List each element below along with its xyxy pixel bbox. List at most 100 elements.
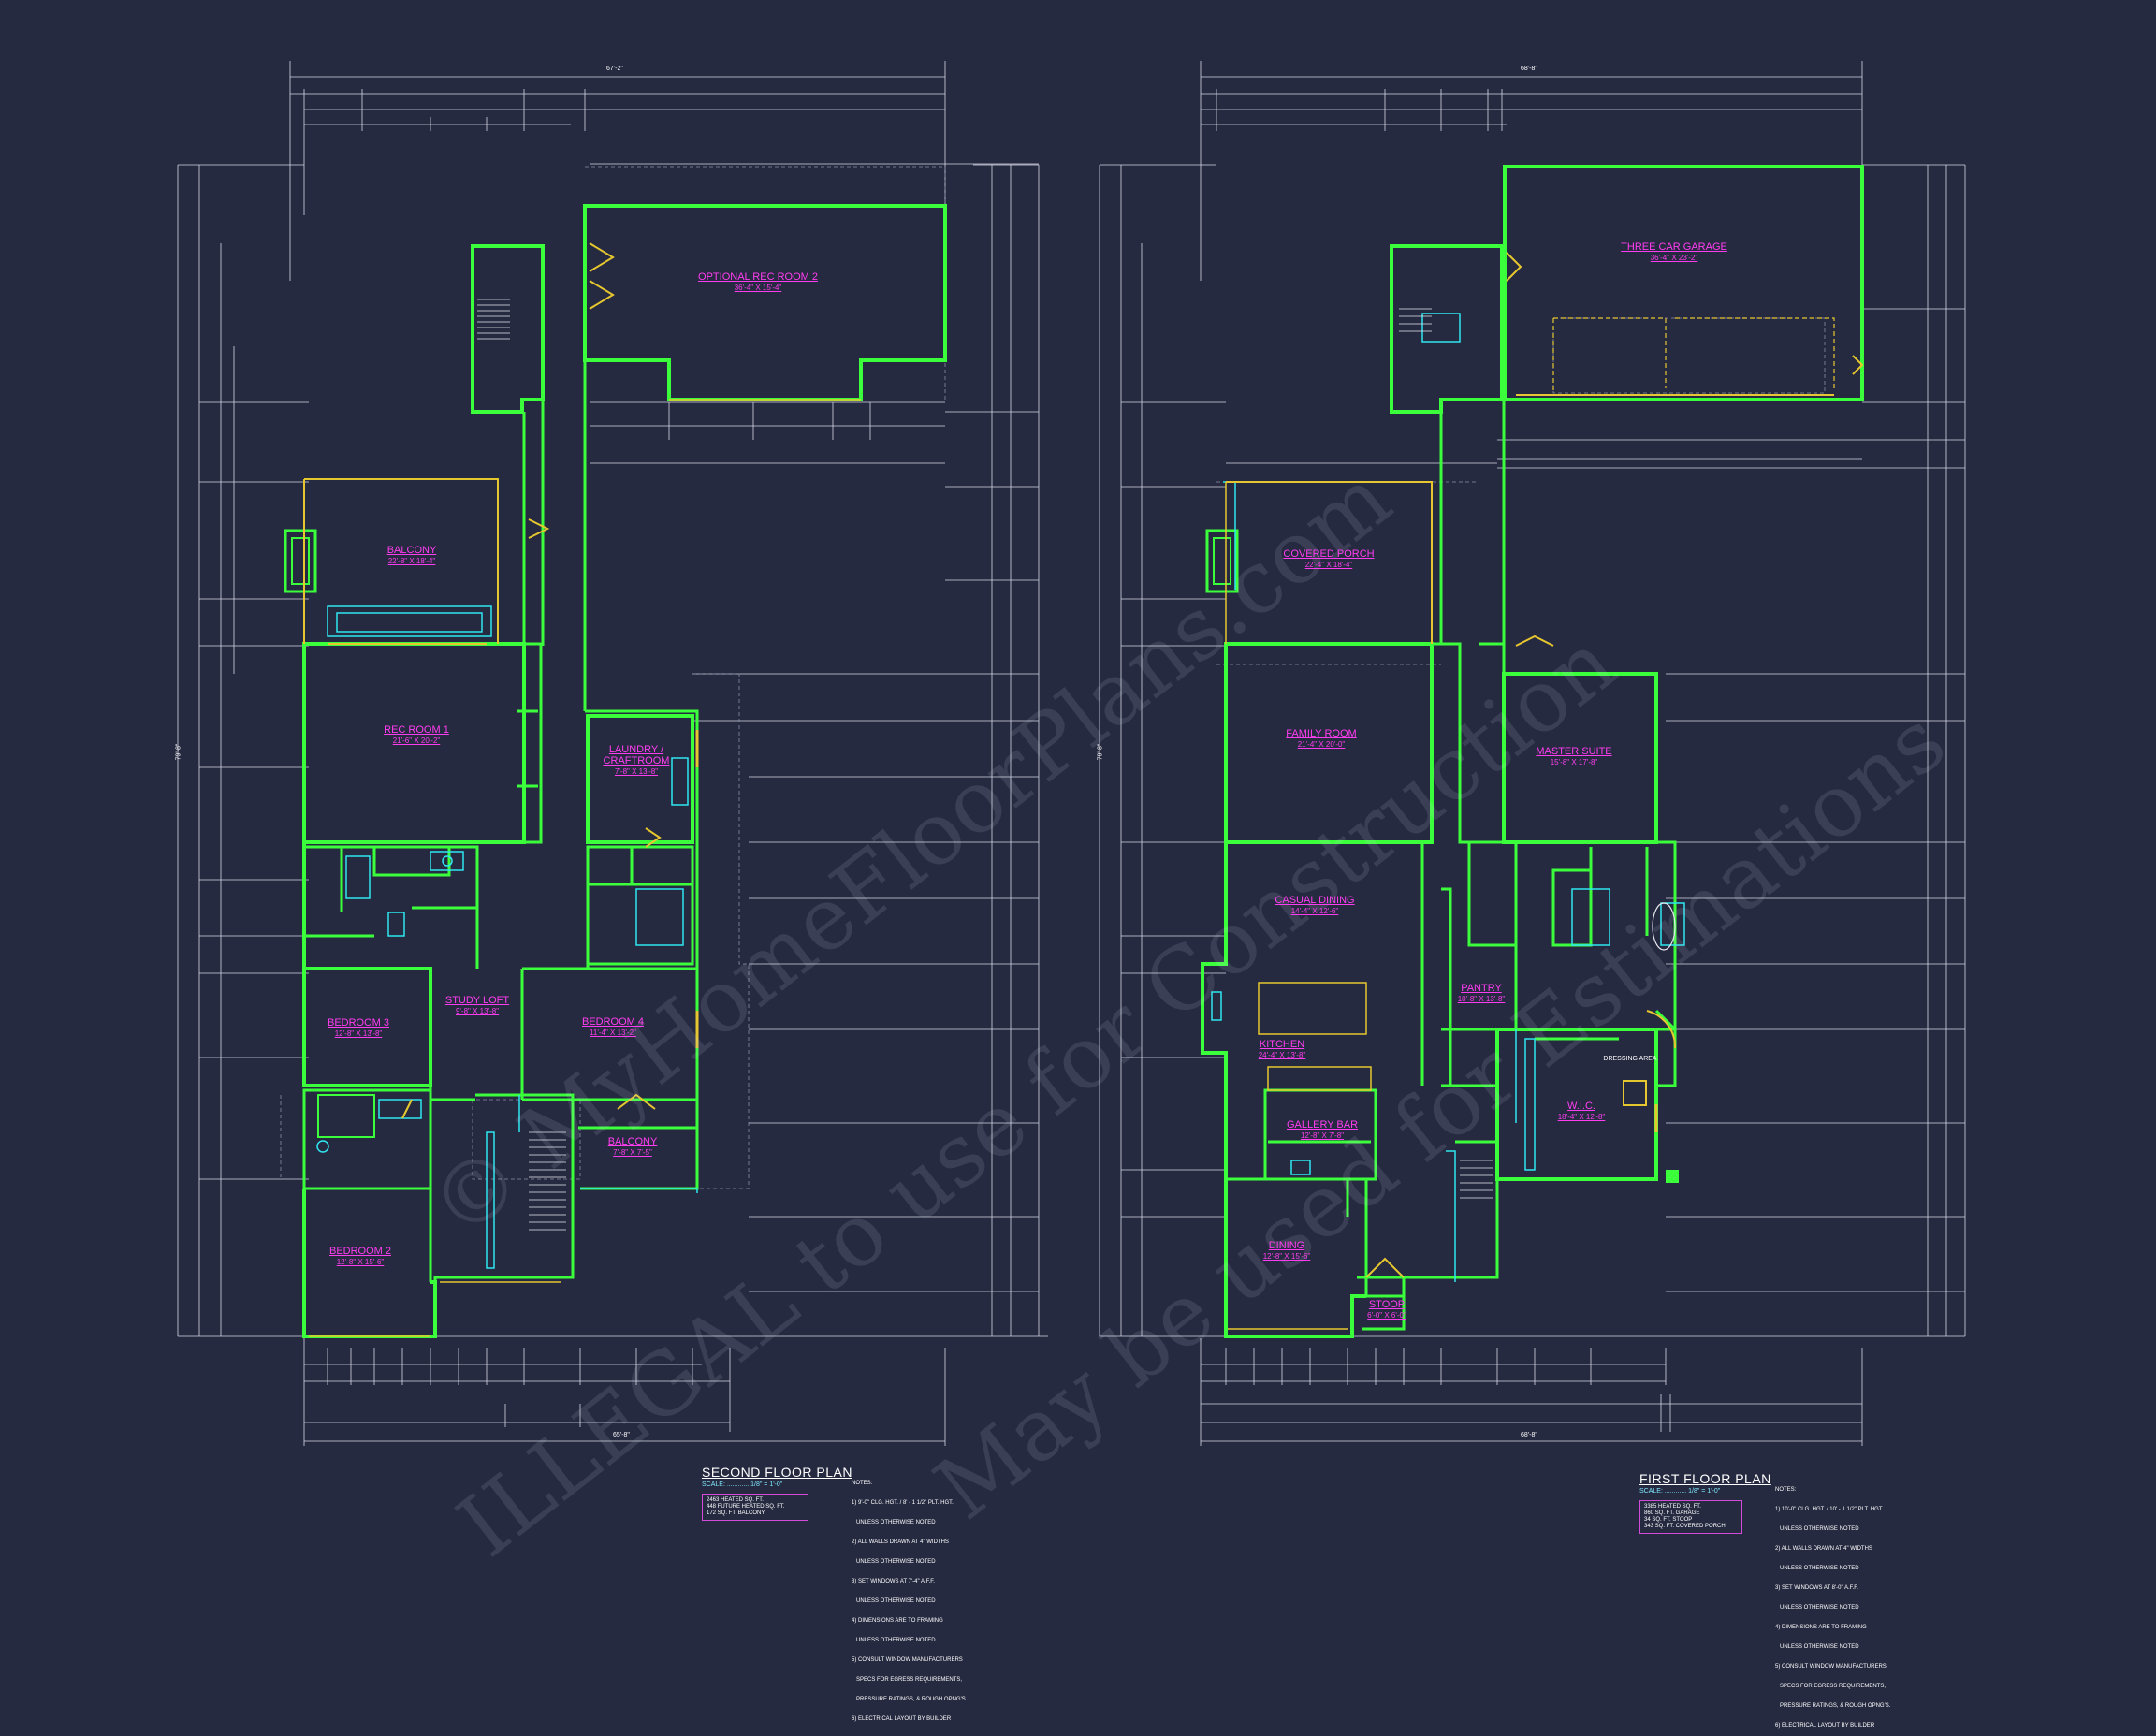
note-line: 4) DIMENSIONS ARE TO FRAMING bbox=[852, 1618, 943, 1624]
dim-second-bottom: 65'-8" bbox=[613, 1432, 630, 1438]
room-dimensions: 10'-8" X 13'-8" bbox=[1457, 995, 1506, 1003]
note-line: SPECS FOR EGRESS REQUIREMENTS, bbox=[852, 1677, 963, 1683]
room-dimensions: 36'-4" X 23'-2" bbox=[1650, 254, 1698, 262]
room-dimensions: 11'-4" X 13'-2" bbox=[590, 1028, 636, 1037]
note-line: 6) ELECTRICAL LAYOUT BY BUILDER bbox=[1775, 1723, 1875, 1729]
note-line: UNLESS OTHERWISE NOTED bbox=[1775, 1526, 1859, 1532]
room-name: BALCONY bbox=[607, 1136, 658, 1147]
note-line: 2) ALL WALLS DRAWN AT 4" WIDTHS bbox=[852, 1539, 949, 1545]
room-dimensions: 7'-8" X 7'-5" bbox=[613, 1148, 652, 1157]
area-line: 172 SQ. FT. BALCONY bbox=[707, 1510, 765, 1516]
second-floor-fixtures bbox=[316, 605, 698, 1269]
room-dimensions: 24'-4" X 13'-8" bbox=[1258, 1051, 1306, 1059]
room-label-casual-dining: CASUAL DINING 14'-4" X 12'-6" bbox=[1275, 895, 1354, 917]
room-name: THREE CAR GARAGE bbox=[1621, 241, 1727, 253]
room-label-gallery-bar: GALLERY BAR 12'-8" X 7'-8" bbox=[1287, 1119, 1358, 1142]
room-dimensions: 21'-4" X 20'-0" bbox=[1297, 740, 1346, 749]
notes-heading: NOTES: bbox=[852, 1481, 873, 1486]
note-line: PRESSURE RATINGS, & ROUGH OPNG'S. bbox=[852, 1697, 968, 1702]
note-line: 4) DIMENSIONS ARE TO FRAMING bbox=[1775, 1625, 1867, 1630]
room-label-bedroom-2: BEDROOM 2 12'-8" X 15'-6" bbox=[329, 1246, 391, 1268]
room-name: BEDROOM 3 bbox=[327, 1017, 390, 1028]
note-line: 2) ALL WALLS DRAWN AT 4" WIDTHS bbox=[1775, 1546, 1872, 1552]
room-name: BEDROOM 4 bbox=[581, 1016, 645, 1028]
floor-plan-sheet bbox=[177, 61, 1966, 1446]
room-dimensions: 21'-6" X 20'-2" bbox=[392, 737, 441, 745]
room-name: GALLERY BAR bbox=[1286, 1119, 1359, 1131]
area-line: 3385 HEATED SQ. FT. bbox=[1644, 1504, 1701, 1510]
room-dimensions: 9'-8" X 13'-8" bbox=[455, 1007, 500, 1015]
first-floor-walls bbox=[1201, 165, 1864, 1338]
room-label-kitchen: KITCHEN 24'-4" X 13'-8" bbox=[1259, 1039, 1306, 1061]
room-name: OPTIONAL REC ROOM 2 bbox=[698, 271, 818, 283]
room-dimensions: 12'-8" X 13'-8" bbox=[334, 1029, 383, 1038]
area-line: 2463 HEATED SQ. FT. bbox=[707, 1497, 764, 1503]
room-label-bedroom-4: BEDROOM 4 11'-4" X 13'-2" bbox=[582, 1016, 644, 1039]
room-label-balcony-top: BALCONY 22'-8" X 18'-4" bbox=[387, 545, 437, 567]
room-name: W.I.C. bbox=[1567, 1101, 1595, 1112]
room-name: BEDROOM 2 bbox=[328, 1246, 392, 1257]
room-label-stoop: STOOP 6'-0" X 6'-0" bbox=[1367, 1299, 1406, 1321]
notes-heading: NOTES: bbox=[1775, 1487, 1797, 1493]
room-label-rec-room: REC ROOM 1 21'-6" X 20'-2" bbox=[384, 724, 449, 747]
room-label-master-suite: MASTER SUITE 15'-8" X 17'-8" bbox=[1536, 746, 1611, 768]
note-line: UNLESS OTHERWISE NOTED bbox=[852, 1638, 936, 1643]
room-name: COVERED PORCH bbox=[1283, 548, 1375, 560]
room-name: CASUAL DINING bbox=[1275, 895, 1355, 906]
room-label-optional-rec-room: OPTIONAL REC ROOM 2 36'-4" X 15'-4" bbox=[698, 271, 818, 294]
note-line: 1) 9'-0" CLG. HGT. / 8' - 1 1/2" PLT. HG… bbox=[852, 1500, 954, 1506]
room-label-family-room: FAMILY ROOM 21'-4" X 20'-0" bbox=[1286, 728, 1356, 751]
stair-landing-marker bbox=[1666, 1170, 1679, 1183]
note-line: UNLESS OTHERWISE NOTED bbox=[1775, 1644, 1859, 1650]
room-name: DINING bbox=[1268, 1240, 1305, 1251]
room-label-study-loft: STUDY LOFT 9'-8" X 13'-8" bbox=[445, 995, 509, 1017]
note-line: 5) CONSULT WINDOW MANUFACTURERS bbox=[1775, 1664, 1886, 1670]
room-dimensions: 15'-8" X 17'-8" bbox=[1550, 758, 1598, 766]
area-line: 448 FUTURE HEATED SQ. FT. bbox=[707, 1504, 785, 1510]
dimension-lines bbox=[177, 61, 1966, 1446]
dim-second-side: 79'-8" bbox=[175, 743, 182, 761]
dim-first-bottom: 68'-8" bbox=[1521, 1432, 1537, 1438]
room-name: FAMILY ROOM bbox=[1286, 728, 1357, 739]
fireplace-symbol bbox=[1623, 1080, 1647, 1106]
second-floor-title-block: SECOND FLOOR PLAN SCALE: ............ 1/… bbox=[702, 1465, 852, 1521]
area-summary-box: 3385 HEATED SQ. FT. 860 SQ. FT. GARAGE 3… bbox=[1639, 1500, 1742, 1534]
room-label-dressing: DRESSING AREA bbox=[1603, 1054, 1656, 1065]
second-floor-walls bbox=[284, 204, 947, 1338]
first-floor-openings bbox=[1225, 252, 1864, 1330]
room-label-laundry: LAUNDRY / CRAFTROOM 7'-8" X 13'-8" bbox=[599, 744, 674, 778]
room-name: KITCHEN bbox=[1259, 1039, 1305, 1050]
note-line: 1) 10'-0" CLG. HGT. / 10' - 1 1/2" PLT. … bbox=[1775, 1507, 1884, 1512]
area-summary-box: 2463 HEATED SQ. FT. 448 FUTURE HEATED SQ… bbox=[702, 1494, 808, 1521]
dim-first-top: 68'-8" bbox=[1521, 66, 1537, 72]
room-label-balcony-bottom: BALCONY 7'-8" X 7'-5" bbox=[608, 1136, 658, 1159]
second-floor-stairs bbox=[477, 299, 566, 1231]
first-floor-stairs bbox=[1399, 308, 1493, 1199]
room-label-bedroom-3: BEDROOM 3 12'-8" X 13'-8" bbox=[328, 1017, 389, 1040]
room-dimensions: 12'-8" X 15'-6" bbox=[1262, 1252, 1311, 1261]
second-floor-openings bbox=[303, 242, 861, 1337]
note-line: UNLESS OTHERWISE NOTED bbox=[852, 1559, 936, 1565]
plan-title: FIRST FLOOR PLAN bbox=[1639, 1471, 1771, 1486]
room-name: DRESSING AREA bbox=[1603, 1056, 1657, 1062]
plan-title: SECOND FLOOR PLAN bbox=[702, 1465, 852, 1480]
dim-first-side: 79'-8" bbox=[1097, 743, 1104, 761]
room-dimensions: 18'-4" X 12'-8" bbox=[1557, 1113, 1606, 1121]
note-line: 5) CONSULT WINDOW MANUFACTURERS bbox=[852, 1657, 963, 1663]
dim-second-top: 67'-2" bbox=[606, 66, 623, 72]
note-line: UNLESS OTHERWISE NOTED bbox=[852, 1520, 936, 1525]
room-dimensions: 7'-8" X 13'-8" bbox=[614, 767, 659, 776]
room-dimensions: 12'-8" X 15'-6" bbox=[336, 1258, 385, 1266]
area-line: 860 SQ. FT. GARAGE bbox=[1644, 1510, 1700, 1516]
first-floor-notes: NOTES: 1) 10'-0" CLG. HGT. / 10' - 1 1/2… bbox=[1775, 1474, 1890, 1736]
room-label-pantry: PANTRY 10'-8" X 13'-8" bbox=[1458, 983, 1506, 1005]
note-line: UNLESS OTHERWISE NOTED bbox=[852, 1598, 936, 1604]
note-line: UNLESS OTHERWISE NOTED bbox=[1775, 1566, 1859, 1571]
plan-scale: SCALE: ............ 1/8" = 1'-0" bbox=[1639, 1488, 1721, 1495]
note-line: 3) SET WINDOWS AT 7'-4" A.F.F. bbox=[852, 1579, 935, 1584]
room-name: PANTRY bbox=[1461, 983, 1502, 994]
room-dimensions: 22'-4" X 18'-4" bbox=[1304, 561, 1353, 569]
area-line: 34 SQ. FT. STOOP bbox=[1644, 1517, 1693, 1523]
plan-scale: SCALE: ............ 1/8" = 1'-0" bbox=[702, 1481, 783, 1488]
room-name: STUDY LOFT bbox=[444, 995, 510, 1006]
